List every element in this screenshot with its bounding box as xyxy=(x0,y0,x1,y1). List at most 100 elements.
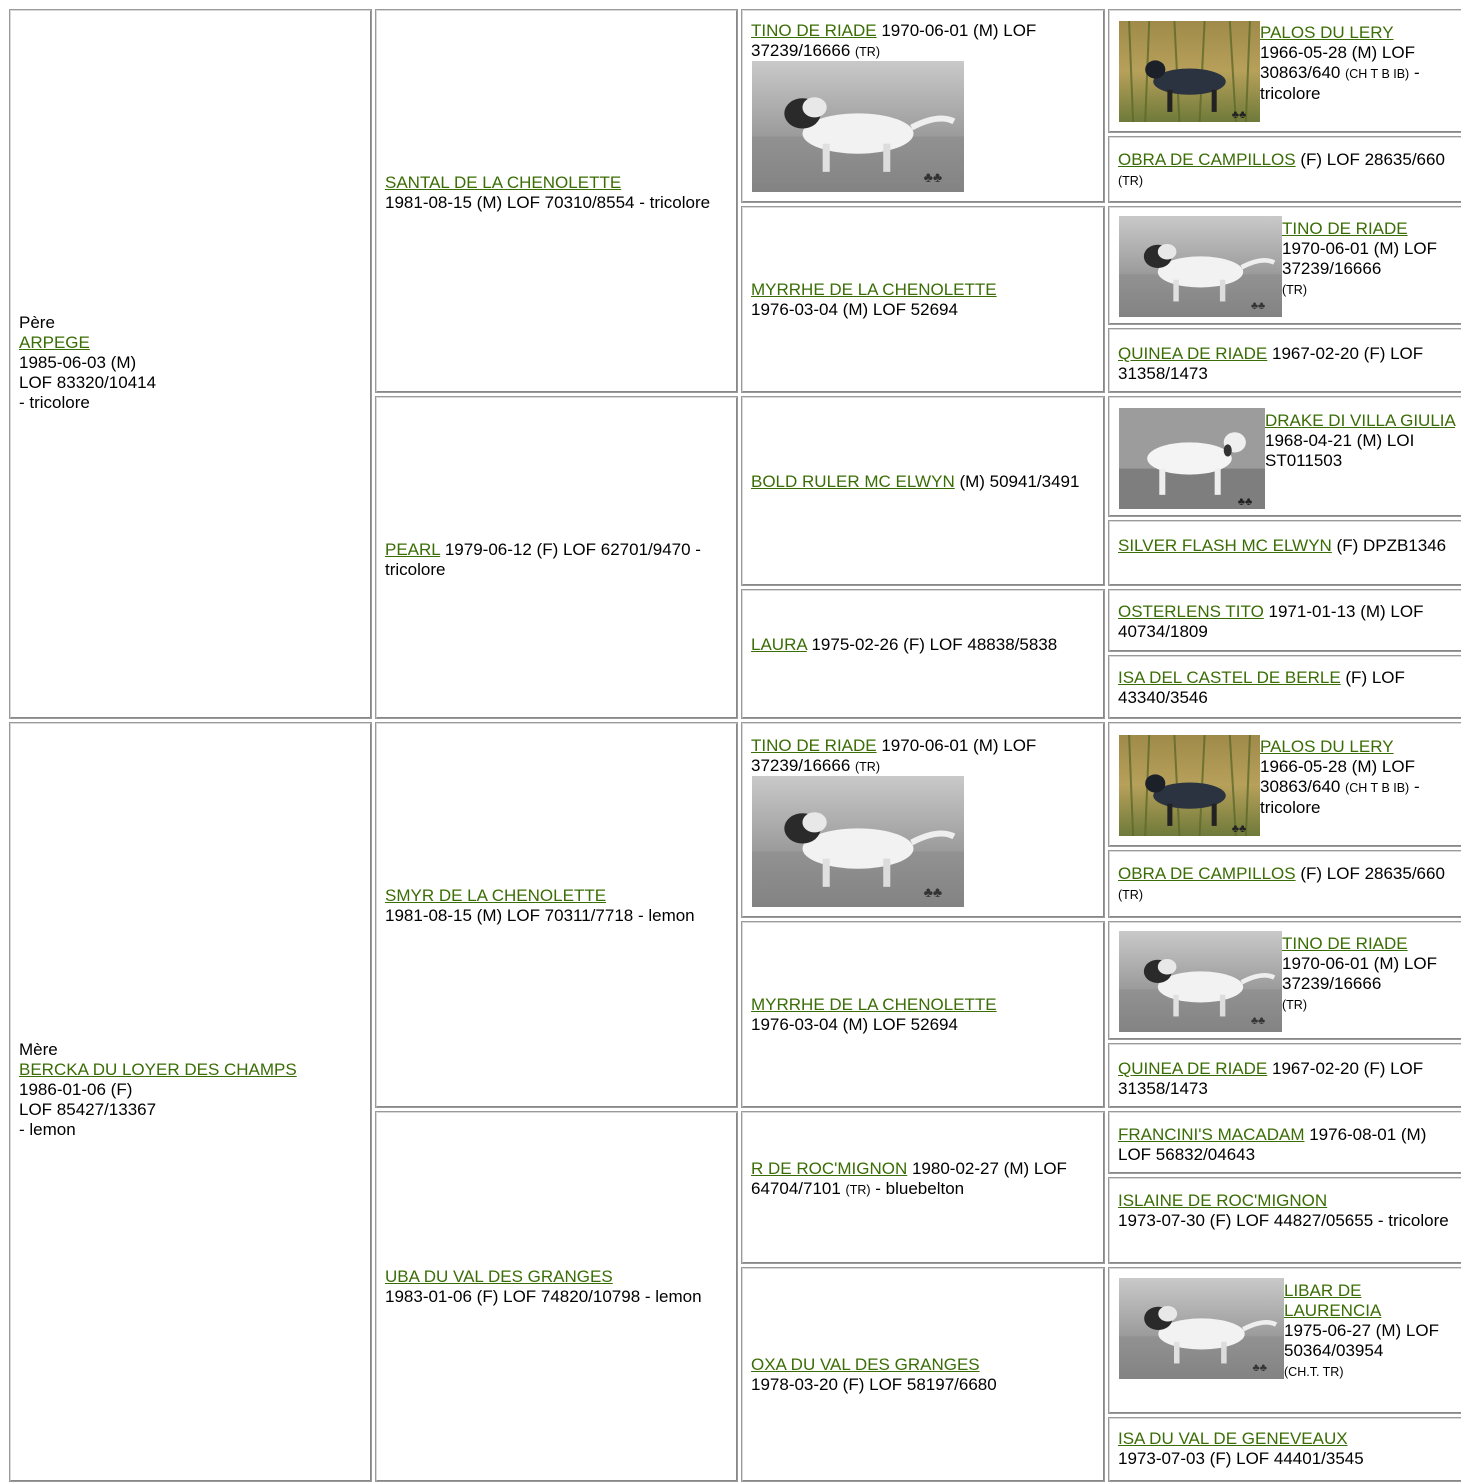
sire-registry: LOF 83320/10414 xyxy=(19,373,157,392)
palos2-info: 1966-05-28 (M) LOF 30863/640 xyxy=(1260,757,1415,796)
gen3-laura-cell: LAURA 1975-02-26 (F) LOF 48838/5838 xyxy=(741,589,1105,719)
tino2-title: (TR) xyxy=(855,760,880,774)
quinea1-name-link[interactable]: QUINEA DE RIADE xyxy=(1118,344,1268,363)
gen4-francini-cell: FRANCINI'S MACADAM 1976-08-01 (M) LOF 56… xyxy=(1108,1111,1461,1174)
gen4-tino3-cell: TINO DE RIADE 1970-06-01 (M) LOF 37239/1… xyxy=(1108,206,1461,325)
palos1-suffix: - tricolore xyxy=(1260,63,1420,103)
dam-registry: LOF 85427/13367 xyxy=(19,1100,157,1119)
palos2-title: (CH T B IB) xyxy=(1345,781,1410,795)
bold-name-link[interactable]: BOLD RULER MC ELWYN xyxy=(751,472,955,491)
quinea1-info: 1967-02-20 (F) LOF 31358/1473 xyxy=(1118,344,1424,383)
sire-cell: Père ARPEGE 1985-06-03 (M) LOF 83320/104… xyxy=(9,9,372,719)
myrrhe2-info: 1976-03-04 (M) LOF 52694 xyxy=(751,1015,958,1034)
grandsire-santal-cell: SANTAL DE LA CHENOLETTE 1981-08-15 (M) L… xyxy=(375,9,738,393)
gen3-tino1-cell: TINO DE RIADE 1970-06-01 (M) LOF 37239/1… xyxy=(741,9,1105,203)
tino1-name-link[interactable]: TINO DE RIADE xyxy=(751,21,877,40)
dog-photo-icon[interactable] xyxy=(1119,931,1282,1032)
tino4-title: (TR) xyxy=(1282,998,1307,1012)
gen4-quinea2-cell: QUINEA DE RIADE 1967-02-20 (F) LOF 31358… xyxy=(1108,1043,1461,1108)
gen4-tino4-cell: TINO DE RIADE 1970-06-01 (M) LOF 37239/1… xyxy=(1108,921,1461,1040)
palos2-suffix: - tricolore xyxy=(1260,777,1420,817)
gen3-bold-cell: BOLD RULER MC ELWYN (M) 50941/3491 xyxy=(741,396,1105,586)
gen4-isa2-cell: ISA DU VAL DE GENEVEAUX 1973-07-03 (F) L… xyxy=(1108,1417,1461,1482)
dog-photo-icon[interactable] xyxy=(1119,216,1282,317)
gen3-myrrhe2-cell: MYRRHE DE LA CHENOLETTE 1976-03-04 (M) L… xyxy=(741,921,1105,1108)
tino3-name-link[interactable]: TINO DE RIADE xyxy=(1282,219,1408,238)
myrrhe2-name-link[interactable]: MYRRHE DE LA CHENOLETTE xyxy=(751,995,997,1014)
tino2-name-link[interactable]: TINO DE RIADE xyxy=(751,736,877,755)
drake-info: 1968-04-21 (M) LOI ST011503 xyxy=(1265,431,1415,470)
laura-info: 1975-02-26 (F) LOF 48838/5838 xyxy=(806,635,1058,654)
isa1-name-link[interactable]: ISA DEL CASTEL DE BERLE xyxy=(1118,668,1341,687)
pearl-info: 1979-06-12 (F) LOF 62701/9470 - tricolor… xyxy=(385,540,701,579)
gen4-palos1-cell: PALOS DU LERY 1966-05-28 (M) LOF 30863/6… xyxy=(1108,9,1461,133)
myrrhe1-info: 1976-03-04 (M) LOF 52694 xyxy=(751,300,958,319)
myrrhe1-name-link[interactable]: MYRRHE DE LA CHENOLETTE xyxy=(751,280,997,299)
quinea2-info: 1967-02-20 (F) LOF 31358/1473 xyxy=(1118,1059,1424,1098)
tino3-title: (TR) xyxy=(1282,283,1307,297)
pearl-name-link[interactable]: PEARL xyxy=(385,540,441,559)
obra2-title: (TR) xyxy=(1118,888,1143,902)
silver-name-link[interactable]: SILVER FLASH MC ELWYN xyxy=(1118,536,1332,555)
dog-photo-icon[interactable] xyxy=(1119,21,1260,122)
uba-name-link[interactable]: UBA DU VAL DES GRANGES xyxy=(385,1267,613,1286)
uba-info: 1983-01-06 (F) LOF 74820/10798 - lemon xyxy=(385,1287,702,1306)
gen4-quinea1-cell: QUINEA DE RIADE 1967-02-20 (F) LOF 31358… xyxy=(1108,328,1461,393)
santal-info: 1981-08-15 (M) LOF 70310/8554 - tricolor… xyxy=(385,193,711,212)
gen4-silver-cell: SILVER FLASH MC ELWYN (F) DPZB1346 xyxy=(1108,520,1461,586)
grandsire-smyr-cell: SMYR DE LA CHENOLETTE 1981-08-15 (M) LOF… xyxy=(375,722,738,1108)
osterlens-name-link[interactable]: OSTERLENS TITO xyxy=(1118,602,1264,621)
dam-birth: 1986-01-06 (F) xyxy=(19,1080,133,1099)
oxa-info: 1978-03-20 (F) LOF 58197/6680 xyxy=(751,1375,997,1394)
dog-photo-icon[interactable] xyxy=(752,61,964,192)
dog-photo-icon[interactable] xyxy=(1119,1278,1284,1379)
dam-name-link[interactable]: BERCKA DU LOYER DES CHAMPS xyxy=(19,1060,297,1079)
libar-name-link[interactable]: LIBAR DE LAURENCIA xyxy=(1284,1281,1382,1320)
laura-name-link[interactable]: LAURA xyxy=(751,635,807,654)
gen4-libar-cell: LIBAR DE LAURENCIA 1975-06-27 (M) LOF 50… xyxy=(1108,1267,1461,1414)
islaine-info: 1973-07-30 (F) LOF 44827/05655 - tricolo… xyxy=(1118,1211,1449,1230)
gen3-oxa-cell: OXA DU VAL DES GRANGES 1978-03-20 (F) LO… xyxy=(741,1267,1105,1482)
gen4-obra1-cell: OBRA DE CAMPILLOS (F) LOF 28635/660 (TR) xyxy=(1108,136,1461,203)
palos1-name-link[interactable]: PALOS DU LERY xyxy=(1260,23,1394,42)
dog-photo-icon[interactable] xyxy=(752,776,964,907)
palos2-name-link[interactable]: PALOS DU LERY xyxy=(1260,737,1394,756)
sire-name-link[interactable]: ARPEGE xyxy=(19,333,90,352)
isa1-info: (F) LOF 43340/3546 xyxy=(1118,668,1405,707)
rroc-name-link[interactable]: R DE ROC'MIGNON xyxy=(751,1159,908,1178)
dog-photo-icon[interactable] xyxy=(1119,408,1265,509)
obra1-name-link[interactable]: OBRA DE CAMPILLOS xyxy=(1118,150,1296,169)
francini-name-link[interactable]: FRANCINI'S MACADAM xyxy=(1118,1125,1305,1144)
obra1-title: (TR) xyxy=(1118,174,1143,188)
sire-role-label: Père xyxy=(19,313,55,332)
obra2-name-link[interactable]: OBRA DE CAMPILLOS xyxy=(1118,864,1296,883)
tino4-name-link[interactable]: TINO DE RIADE xyxy=(1282,934,1408,953)
gen4-osterlens-cell: OSTERLENS TITO 1971-01-13 (M) LOF 40734/… xyxy=(1108,589,1461,652)
rroc-title: (TR) xyxy=(845,1183,871,1197)
oxa-name-link[interactable]: OXA DU VAL DES GRANGES xyxy=(751,1355,980,1374)
drake-name-link[interactable]: DRAKE DI VILLA GIULIA xyxy=(1265,411,1455,430)
gen3-rroc-cell: R DE ROC'MIGNON 1980-02-27 (M) LOF 64704… xyxy=(741,1111,1105,1264)
rroc-info: 1980-02-27 (M) LOF 64704/7101 xyxy=(751,1159,1067,1198)
osterlens-info: 1971-01-13 (M) LOF 40734/1809 xyxy=(1118,602,1424,641)
dam-cell: Mère BERCKA DU LOYER DES CHAMPS 1986-01-… xyxy=(9,722,372,1482)
tino3-info: 1970-06-01 (M) LOF 37239/16666 xyxy=(1282,239,1437,278)
gen4-obra2-cell: OBRA DE CAMPILLOS (F) LOF 28635/660 (TR) xyxy=(1108,850,1461,918)
libar-info: 1975-06-27 (M) LOF 50364/03954 xyxy=(1284,1321,1439,1360)
gen3-myrrhe1-cell: MYRRHE DE LA CHENOLETTE 1976-03-04 (M) L… xyxy=(741,206,1105,393)
gen4-islaine-cell: ISLAINE DE ROC'MIGNON 1973-07-30 (F) LOF… xyxy=(1108,1177,1461,1264)
isa2-name-link[interactable]: ISA DU VAL DE GENEVEAUX xyxy=(1118,1429,1348,1448)
gen4-palos2-cell: PALOS DU LERY 1966-05-28 (M) LOF 30863/6… xyxy=(1108,722,1461,847)
francini-info: 1976-08-01 (M) LOF 56832/04643 xyxy=(1118,1125,1427,1164)
palos1-info: 1966-05-28 (M) LOF 30863/640 xyxy=(1260,43,1415,82)
quinea2-name-link[interactable]: QUINEA DE RIADE xyxy=(1118,1059,1268,1078)
obra1-info: (F) LOF 28635/660 xyxy=(1295,150,1445,169)
smyr-name-link[interactable]: SMYR DE LA CHENOLETTE xyxy=(385,886,607,905)
santal-name-link[interactable]: SANTAL DE LA CHENOLETTE xyxy=(385,173,622,192)
dog-photo-icon[interactable] xyxy=(1119,735,1260,836)
dam-color: - lemon xyxy=(19,1120,76,1139)
sire-color: - tricolore xyxy=(19,393,90,412)
granddam-pearl-cell: PEARL 1979-06-12 (F) LOF 62701/9470 - tr… xyxy=(375,396,738,719)
gen4-isa1-cell: ISA DEL CASTEL DE BERLE (F) LOF 43340/35… xyxy=(1108,655,1461,719)
islaine-name-link[interactable]: ISLAINE DE ROC'MIGNON xyxy=(1118,1191,1328,1210)
